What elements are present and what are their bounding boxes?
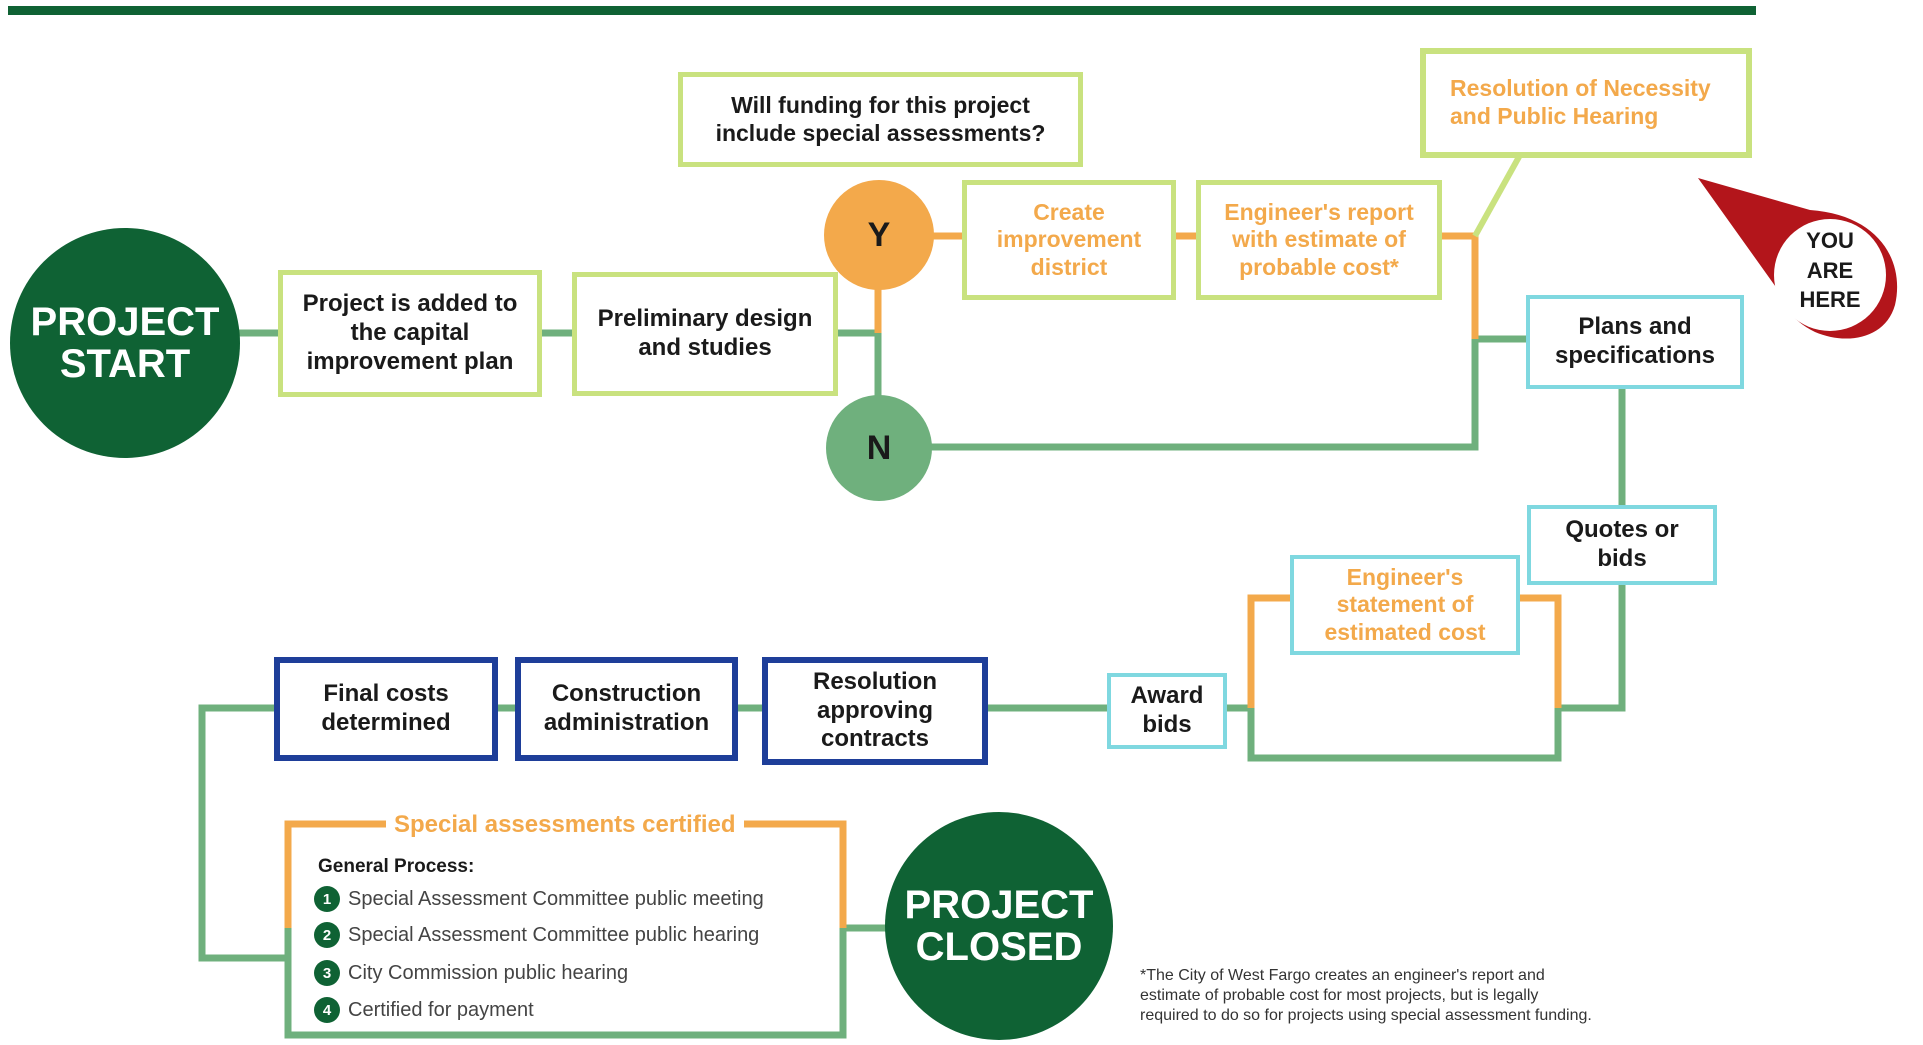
capital-plan-line2: the capital — [350, 319, 470, 347]
top-bar — [8, 6, 1756, 15]
capital-plan-line3: improvement plan — [306, 347, 514, 375]
process-step-3: 3 City Commission public hearing — [314, 960, 628, 986]
final-costs-line1: Final costs — [323, 680, 449, 708]
step-text-3: City Commission public hearing — [348, 961, 629, 984]
award-line2: bids — [1142, 711, 1192, 738]
decision-no: N — [826, 395, 932, 501]
step-text-4: Certified for payment — [348, 998, 534, 1021]
you-are-here-line1: YOU — [1806, 228, 1854, 253]
engineer-report-line1: Engineer's report — [1224, 198, 1414, 225]
decision-yes: Y — [824, 180, 934, 290]
you-are-here-pin — [1698, 178, 1898, 339]
contracts-line3: contracts — [820, 725, 930, 753]
footnote-line2: estimate of probable cost for most proje… — [1140, 987, 1539, 1004]
quotes-line2: bids — [1597, 545, 1647, 572]
step-text-2: Special Assessment Committee public hear… — [348, 923, 760, 946]
preliminary-line2: and studies — [638, 334, 772, 361]
award-line1: Award — [1130, 682, 1204, 710]
assessments-title: Special assessments certified — [386, 811, 744, 839]
footnote-line1: *The City of West Fargo creates an engin… — [1140, 967, 1545, 984]
plans-line1: Plans and — [1578, 313, 1692, 341]
green-connectors — [198, 329, 1626, 962]
you-are-here-label: YOU ARE HERE — [1790, 226, 1870, 315]
construction-line1: Construction — [551, 680, 702, 708]
assessments-frame — [284, 928, 847, 1039]
contracts-line1: Resolution — [813, 667, 937, 695]
you-are-here-line2: ARE — [1806, 257, 1854, 283]
quotes-line1: Quotes or — [1565, 516, 1679, 544]
resolution-necessity-line2: and Public Hearing — [1450, 103, 1659, 129]
contracts-line2: approving — [816, 696, 933, 724]
final-costs-line2: determined — [321, 709, 451, 736]
project-start-line1: PROJECT — [30, 300, 220, 344]
general-process-label: General Process: — [318, 856, 475, 877]
capital-plan-line1: Project is added to — [302, 290, 518, 318]
statement-line2: statement of — [1336, 591, 1474, 618]
process-step-1: 1 Special Assessment Committee public me… — [314, 886, 764, 912]
orange-connectors — [284, 232, 1562, 928]
statement-line3: estimated cost — [1324, 618, 1486, 645]
engineer-report-line3: probable cost* — [1239, 253, 1399, 280]
step-number-2: 2 — [314, 922, 340, 948]
district-line1: Create — [1033, 198, 1105, 225]
statement-line1: Engineer's — [1346, 563, 1464, 590]
step-text-1: Special Assessment Committee public meet… — [348, 887, 764, 910]
step-number-3: 3 — [314, 960, 340, 986]
footnote-line3: required to do so for projects using spe… — [1140, 1007, 1592, 1024]
process-step-4: 4 Certified for payment — [314, 997, 534, 1023]
construction-line2: administration — [543, 709, 710, 736]
step-number-1: 1 — [314, 886, 340, 912]
district-line3: district — [1030, 253, 1108, 280]
you-are-here-line3: HERE — [1799, 287, 1861, 313]
process-step-2: 2 Special Assessment Committee public he… — [314, 922, 759, 948]
footnote: *The City of West Fargo creates an engin… — [1140, 966, 1592, 1026]
question-line1: Will funding for this project — [731, 91, 1030, 118]
plans-line2: specifications — [1554, 342, 1716, 369]
preliminary-line1: Preliminary design — [597, 305, 813, 333]
project-closed-line2: CLOSED — [915, 925, 1083, 969]
resolution-necessity-line1: Resolution of Necessity — [1450, 75, 1711, 102]
project-start-line2: START — [59, 342, 191, 386]
project-closed-line1: PROJECT — [904, 883, 1094, 927]
lime-connector — [1472, 153, 1523, 238]
step-number-4: 4 — [314, 997, 340, 1023]
district-line2: improvement — [996, 226, 1142, 253]
engineer-report-line2: with estimate of — [1232, 226, 1406, 253]
question-line2: include special assessments? — [715, 119, 1046, 146]
